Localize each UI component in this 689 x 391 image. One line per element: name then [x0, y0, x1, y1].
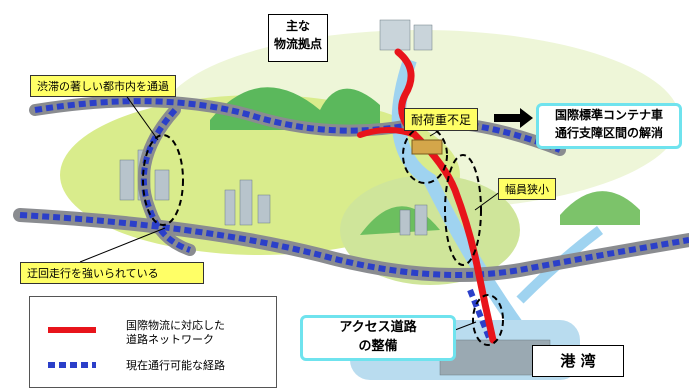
container-resolution-line-1: 国際標準コンテナ車 — [554, 108, 663, 122]
load-limit-label: 耐荷重不足 — [404, 108, 479, 131]
problem-highlights — [142, 126, 504, 346]
narrow-ellipse — [444, 154, 482, 266]
main-hub-line-1: 主な — [285, 19, 310, 33]
international-logistics-route — [394, 48, 497, 344]
main-hub-line-2: 物流拠点 — [273, 37, 322, 51]
weak-bridge — [411, 139, 443, 155]
access-ellipse — [472, 294, 504, 346]
bridge-ellipse — [402, 126, 448, 184]
legend-blue-text: 現在通行可能な経路 — [126, 359, 225, 372]
port-label: 港 湾 — [532, 345, 624, 377]
access-road-line-1: アクセス道路 — [339, 320, 417, 335]
container-resolution-line-2: 通行支障区間の解消 — [554, 126, 663, 140]
arrow-icon — [494, 108, 533, 128]
legend: 国際物流に対応した 道路ネットワーク 現在通行可能な経路 — [29, 296, 277, 388]
container-resolution-label: 国際標準コンテナ車 通行支障区間の解消 — [536, 103, 682, 149]
congested-city-label: 渋滞の著しい都市内を通過 — [30, 75, 176, 97]
congestion-ellipse — [142, 134, 184, 226]
access-road-label: アクセス道路 の整備 — [300, 315, 456, 361]
legend-red-text: 国際物流に対応した 道路ネットワーク — [126, 319, 225, 347]
legend-blue-swatch — [48, 362, 96, 368]
detour-label: 迂回走行を強いられている — [20, 262, 204, 284]
narrow-width-label: 幅員狭小 — [498, 178, 556, 200]
access-road-line-2: の整備 — [358, 339, 398, 354]
legend-red-line-2: 道路ネットワーク — [126, 333, 214, 346]
legend-red-swatch — [48, 327, 96, 333]
main-hub-label: 主な 物流拠点 — [268, 14, 328, 62]
legend-red-line-1: 国際物流に対応した — [126, 319, 225, 332]
